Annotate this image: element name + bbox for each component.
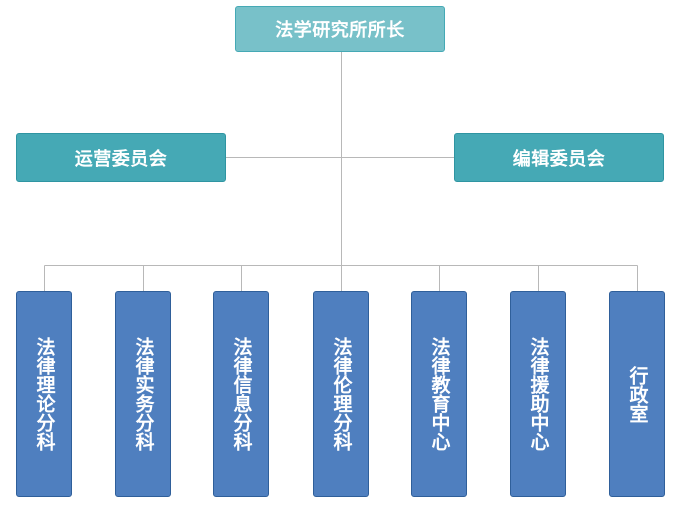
operations-committee-box: 运营委员会	[16, 133, 226, 182]
dept-label: 法律理论分科	[33, 337, 56, 451]
dept-label: 法律信息分科	[230, 337, 253, 451]
dept-box-legal-practice: 法律实务分科	[115, 291, 171, 497]
dept-label: 法律援助中心	[527, 337, 550, 451]
dept-box-legal-aid-center: 法律援助中心	[510, 291, 566, 497]
dept-label: 行政室	[626, 365, 649, 423]
dept-label: 法律教育中心	[428, 337, 451, 451]
dept-box-legal-education-center: 法律教育中心	[411, 291, 467, 497]
dept-box-legal-theory: 法律理论分科	[16, 291, 72, 497]
director-box: 法学研究所所长	[235, 6, 445, 52]
dept-box-legal-ethics: 法律伦理分科	[313, 291, 369, 497]
operations-committee-label: 运营委员会	[74, 148, 168, 170]
dept-label: 法律伦理分科	[330, 337, 353, 451]
editorial-committee-label: 编辑委员会	[512, 148, 606, 170]
dept-label: 法律实务分科	[132, 337, 155, 451]
director-label: 法学研究所所长	[275, 20, 405, 41]
dept-box-legal-information: 法律信息分科	[213, 291, 269, 497]
editorial-committee-box: 编辑委员会	[454, 133, 664, 182]
dept-box-administration-office: 行政室	[609, 291, 665, 497]
